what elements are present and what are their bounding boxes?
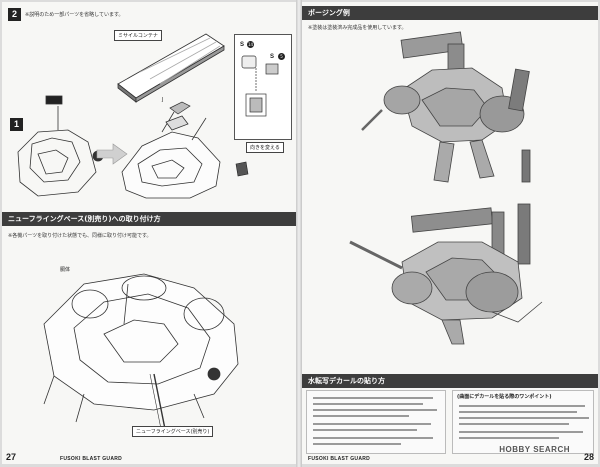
missile-container-illustration (117, 33, 225, 103)
pose-example-2-illustration (349, 203, 543, 345)
hobby-search-watermark: HOBBY SEARCH (499, 445, 570, 454)
step-number: 2 (8, 8, 21, 21)
decal-tip-panel: (曲面にデカールを貼る際のワンポイント) (452, 390, 594, 454)
decal-tip-title: (曲面にデカールを貼る際のワンポイント) (457, 394, 552, 400)
right-page: ポージング例 ※塗装は塗装済み完成品を使用しています。 (302, 2, 598, 464)
right-page-number: 28 (583, 452, 594, 462)
part-j-label: J (162, 97, 164, 103)
posing-section-bar: ポージング例 (302, 6, 598, 20)
decal-section-bar: 水転写デカールの貼り方 (302, 374, 598, 388)
right-footer-title: FUSOKI BLAST GUARD (308, 456, 371, 462)
small-part-illustration (235, 161, 249, 177)
illustration-robot-main (121, 111, 221, 199)
left-page: 2 ※説明のため一部パーツを省略しています。 1 ミサイルコンテナ (2, 2, 296, 464)
process-arrow (96, 143, 128, 165)
badge-14: 14 (247, 41, 254, 48)
part-j-illustration (169, 101, 191, 115)
badge-5: 5 (278, 53, 285, 60)
decal-instructions-panel (306, 390, 446, 454)
flying-base-label: ニューフライングベース(別売り) (132, 426, 214, 437)
illustration-robot-flying-base (43, 273, 239, 435)
sub-step-1: 1 (10, 118, 23, 131)
part-s-label-1: S (240, 42, 245, 48)
posing-note: ※塗装は塗装済み完成品を使用しています。 (308, 25, 407, 31)
flying-base-note: ※各機パーツを取り付けた状態でも、同様に取り付け可能です。 (8, 233, 152, 239)
step-note: ※説明のため一部パーツを省略しています。 (25, 12, 124, 18)
part-s-label-2: S (270, 54, 275, 60)
pose-example-1-illustration (361, 31, 531, 183)
change-direction-label: 向きを変える (246, 142, 284, 153)
step-2-header: 2 ※説明のため一部パーツを省略しています。 (8, 8, 123, 21)
torso-label: 胴体 (60, 267, 71, 273)
part-s-illustration (241, 55, 279, 117)
illustration-robot-left (17, 95, 104, 197)
left-page-number: 27 (6, 452, 17, 462)
detail-inset (234, 34, 292, 140)
missile-container-label: ミサイルコンテナ (114, 30, 162, 41)
flying-base-section-bar: ニューフライングベース(別売り)への取り付け方 (2, 212, 296, 226)
book-gutter (296, 0, 302, 467)
left-footer-title: FUSOKI BLAST GUARD (60, 456, 123, 462)
sub-step-number: 1 (10, 118, 23, 131)
